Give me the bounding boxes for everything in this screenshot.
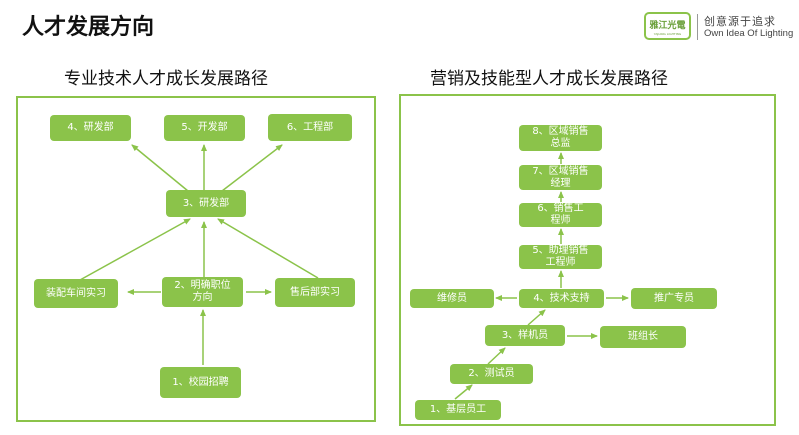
- node-dev-dept-5: 5、开发部: [164, 115, 245, 141]
- node-prototype-staff: 3、样机员: [485, 325, 565, 346]
- node-maintenance-staff: 维修员: [410, 289, 494, 308]
- node-aftersales-internship: 售后部实习: [275, 278, 355, 307]
- logo-small-text: YAJIANG LIGHTING: [653, 32, 682, 36]
- node-promotion-specialist: 推广专员: [631, 288, 717, 309]
- logo-text: 雅江光電: [649, 21, 686, 31]
- node-regional-sales-manager: 7、区域销售 经理: [519, 165, 602, 190]
- node-tech-support: 4、技术支持: [519, 289, 604, 308]
- left-panel-frame: [16, 96, 376, 422]
- logo-divider: [697, 14, 698, 40]
- right-panel-heading: 营销及技能型人才成长发展路径: [430, 69, 668, 89]
- left-panel-heading: 专业技术人才成长发展路径: [64, 69, 268, 89]
- node-assistant-sales-engineer: 5、助理销售 工程师: [519, 245, 602, 269]
- node-rd-dept-4: 4、研发部: [50, 115, 131, 141]
- node-campus-recruitment: 1、校园招聘: [160, 367, 241, 398]
- node-define-position: 2、明确职位 方向: [162, 277, 243, 307]
- slogan-chinese: 创意源于追求: [704, 15, 776, 28]
- node-regional-sales-director: 8、区域销售 总监: [519, 125, 602, 151]
- page-title: 人才发展方向: [22, 15, 155, 40]
- company-logo: 雅江光電 YAJIANG LIGHTING: [644, 12, 691, 40]
- right-panel-frame: [399, 94, 776, 426]
- node-team-leader: 班组长: [600, 326, 686, 348]
- node-rd-dept-3: 3、研发部: [166, 190, 246, 217]
- slogan-english: Own Idea Of Lighting: [704, 28, 794, 39]
- node-entry-staff: 1、基层员工: [415, 400, 501, 420]
- node-eng-dept-6: 6、工程部: [268, 114, 352, 141]
- node-tester: 2、测试员: [450, 364, 533, 384]
- node-sales-engineer: 6、销售工 程师: [519, 203, 602, 227]
- node-assembly-internship: 装配车间实习: [34, 279, 118, 308]
